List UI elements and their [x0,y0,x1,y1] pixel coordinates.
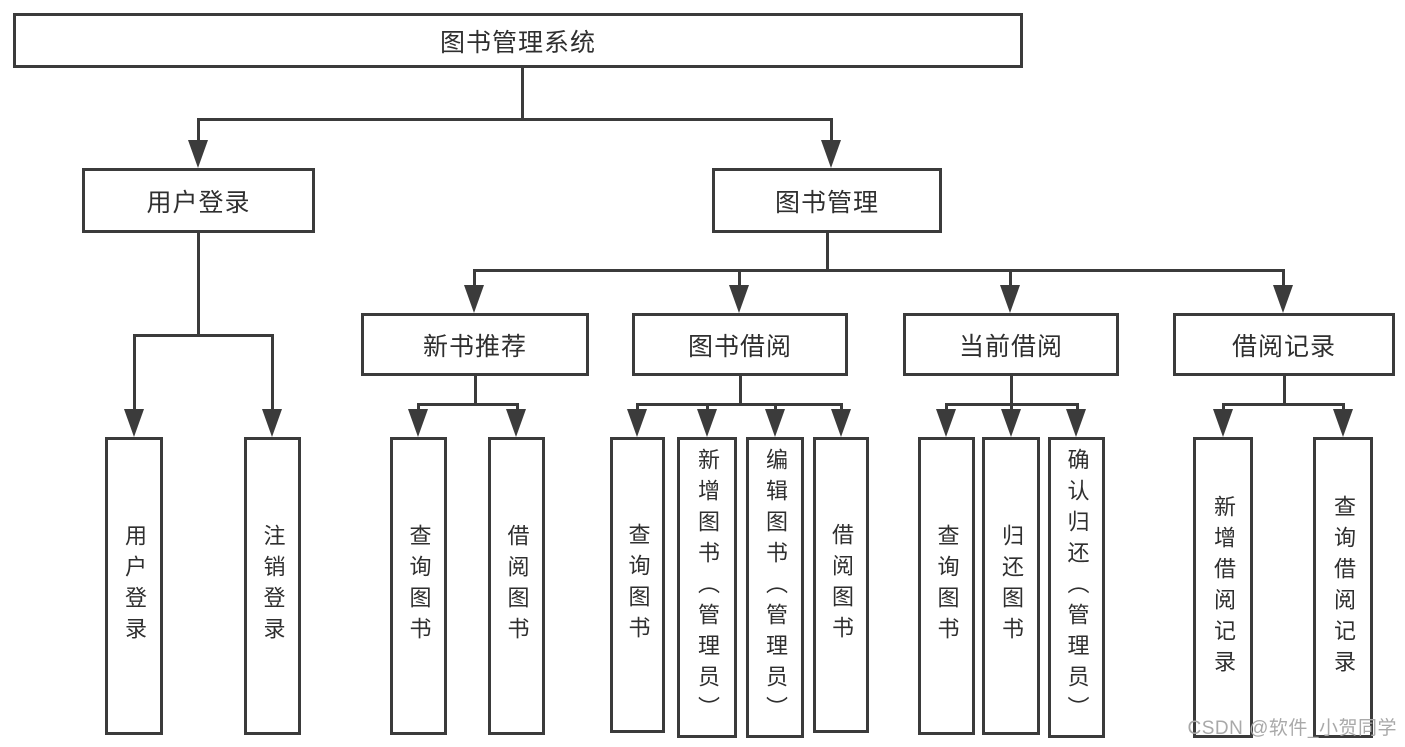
connector-group-stem [1010,376,1013,406]
connector-group-stem [474,376,477,406]
arrow-down-icon [1000,285,1020,313]
arrow-down-icon [1001,409,1021,437]
connector-userlogin-bar [133,334,274,337]
leaf-label: 编辑图书（管理员） [763,448,788,727]
arrow-down-icon [936,409,956,437]
connector-group-bar [417,403,519,406]
leaf-confirm-return-admin: 确认归还（管理员） [1048,437,1105,738]
connector-group-stem [739,376,742,406]
node-label: 当前借阅 [958,332,1063,361]
leaf-label: 借阅图书 [504,524,530,648]
leaf-label: 归还图书 [999,524,1024,648]
node-label: 用户登录 [146,188,251,217]
leaf-logout: 注销登录 [244,437,301,735]
leaf-query-books: 查询图书 [390,437,447,735]
arrow-down-icon [262,409,282,437]
connector-userlogin-stem [197,233,200,337]
arrow-down-icon [188,140,208,168]
leaf-add-borrow-record: 新增借阅记录 [1193,437,1253,738]
leaf-label: 查询图书 [625,523,651,647]
connector-group-bar [945,403,1079,406]
connector-bookmgmt-stem [826,233,829,272]
connector-drop [738,272,741,288]
leaf-return-books: 归还图书 [982,437,1040,735]
csdn-watermark: CSDN @软件_小贺同学 [1187,718,1397,739]
arrow-down-icon [1213,409,1233,437]
node-new-book-recommend: 新书推荐 [361,313,589,376]
arrow-down-icon [1273,285,1293,313]
connector-drop [197,121,200,143]
arrow-down-icon [1066,409,1086,437]
arrow-down-icon [408,409,428,437]
leaf-edit-books-admin: 编辑图书（管理员） [746,437,804,738]
leaf-query-borrow-record: 查询借阅记录 [1313,437,1373,738]
node-library-system: 图书管理系统 [13,13,1023,68]
connector-group-bar [636,403,843,406]
node-label: 图书管理系统 [439,28,596,57]
node-label: 新书推荐 [422,332,527,361]
connector-drop [271,337,274,411]
leaf-user-login: 用户登录 [105,437,163,735]
leaf-label: 用户登录 [122,524,147,648]
arrow-down-icon [729,285,749,313]
arrow-down-icon [831,409,851,437]
node-book-borrow: 图书借阅 [632,313,848,376]
node-borrow-records: 借阅记录 [1173,313,1395,376]
connector-drop [830,121,833,143]
connector-drop [1282,272,1285,288]
node-label: 图书管理 [774,188,879,217]
connector-group-bar [1222,403,1345,406]
leaf-borrow-books: 借阅图书 [488,437,545,735]
node-current-borrow: 当前借阅 [903,313,1119,376]
arrow-down-icon [627,409,647,437]
connector-drop [473,272,476,288]
connector-root-stem [521,66,524,121]
arrow-down-icon [1333,409,1353,437]
arrow-down-icon [464,285,484,313]
arrow-down-icon [124,409,144,437]
arrow-down-icon [821,140,841,168]
node-user-login: 用户登录 [82,168,315,233]
leaf-label: 确认归还（管理员） [1064,448,1090,727]
leaf-label: 注销登录 [260,524,286,648]
leaf-label: 借阅图书 [829,523,854,647]
leaf-query-books: 查询图书 [918,437,975,735]
leaf-add-books-admin: 新增图书（管理员） [677,437,737,738]
node-label: 借阅记录 [1231,332,1336,361]
arrow-down-icon [697,409,717,437]
leaf-label: 新增图书（管理员） [695,448,720,727]
connector-drop [133,337,136,411]
connector-bookmgmt-bar [473,269,1285,272]
connector-root-bar [197,118,833,121]
leaf-query-books: 查询图书 [610,437,665,733]
leaf-label: 新增借阅记录 [1211,494,1236,681]
node-label: 图书借阅 [687,332,792,361]
arrow-down-icon [765,409,785,437]
leaf-label: 查询图书 [934,524,960,648]
leaf-label: 查询借阅记录 [1331,494,1356,681]
node-book-management: 图书管理 [712,168,942,233]
leaf-borrow-books: 借阅图书 [813,437,869,733]
connector-group-stem [1283,376,1286,406]
leaf-label: 查询图书 [406,524,432,648]
arrow-down-icon [506,409,526,437]
connector-drop [1009,272,1012,288]
